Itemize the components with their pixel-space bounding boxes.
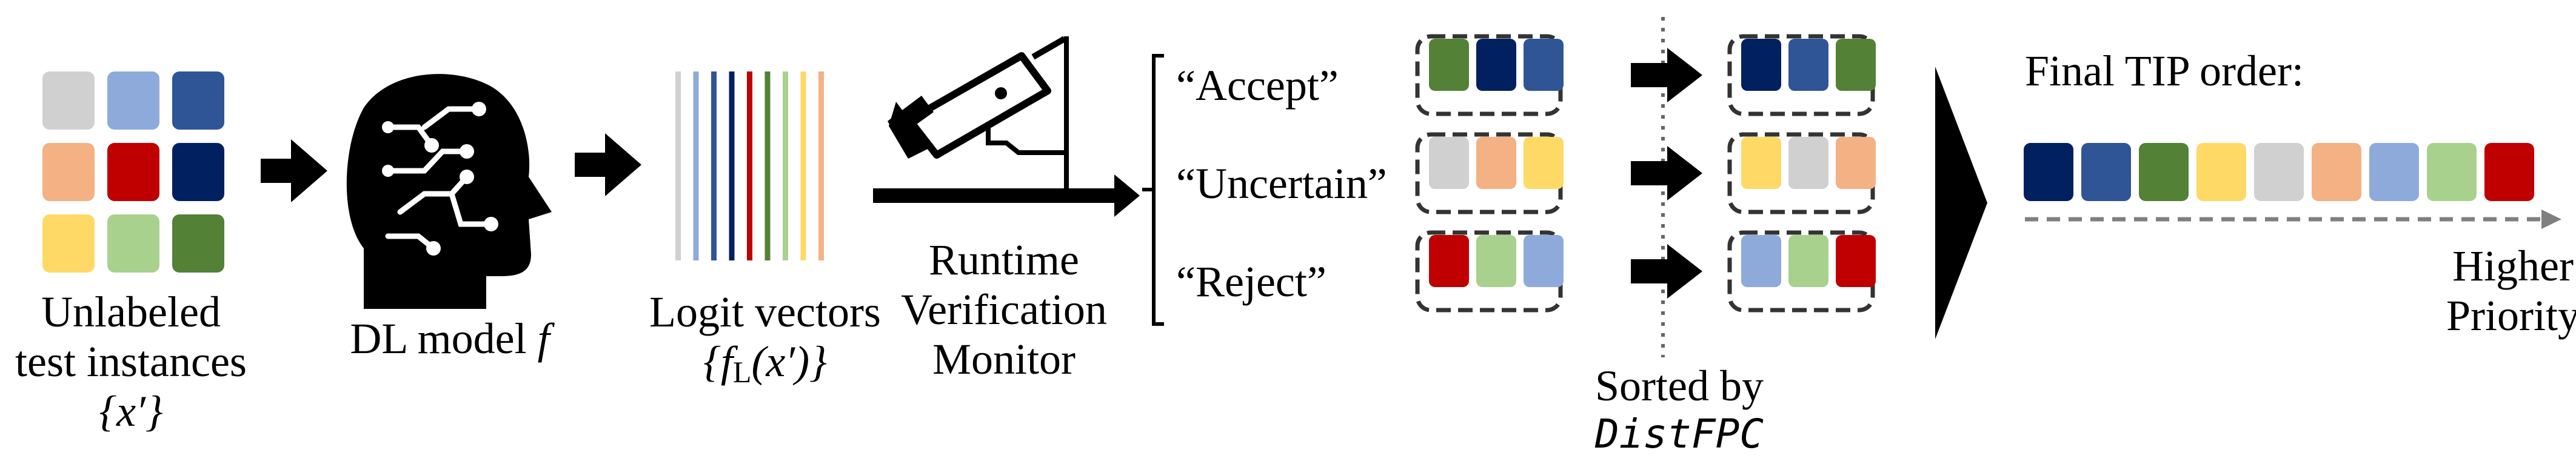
final-order-square (2369, 143, 2419, 201)
instance-square (1524, 235, 1564, 287)
logit-line (747, 71, 752, 260)
instance-square (1476, 137, 1516, 189)
instance-square (1741, 137, 1781, 189)
instance-square (1476, 235, 1516, 287)
input-instance-square (42, 143, 95, 201)
instance-square (1741, 39, 1781, 91)
final-tip-order-row (2024, 143, 2534, 201)
verdict-accept-label: “Accept” (1176, 61, 1339, 110)
instance-square (1788, 235, 1828, 287)
arrow-to-model (261, 139, 327, 202)
instance-square (1429, 235, 1469, 287)
verdict-groups (1415, 34, 1876, 313)
logit-line (783, 71, 788, 260)
camera-icon (888, 36, 1069, 195)
logit-line (764, 71, 771, 260)
sorted-by-label: Sorted by (1595, 362, 1764, 410)
verdict-reject-label: “Reject” (1176, 257, 1326, 306)
final-order-square (2024, 143, 2073, 201)
arrow-to-logits (575, 133, 641, 196)
final-order-square (2254, 143, 2304, 201)
brain-head-icon (346, 74, 552, 309)
instance-square (1836, 235, 1876, 287)
final-order-square (2427, 143, 2477, 201)
unlabeled-label-line3: {x′} (99, 387, 163, 435)
instance-square (1524, 39, 1564, 91)
input-instance-square (107, 143, 159, 201)
logit-line (675, 71, 681, 260)
instance-square (1476, 39, 1516, 91)
monitor-label-line2: Verification (901, 285, 1107, 334)
input-color-grid (42, 71, 224, 273)
arrow-to-monitor (873, 174, 1140, 217)
instance-square (1524, 137, 1564, 189)
logit-label-line1: Logit vectors (649, 288, 881, 336)
final-order-square (2196, 143, 2246, 201)
monitor-label-line3: Monitor (932, 335, 1076, 383)
logit-line (818, 71, 824, 260)
arrow-to-final (1935, 67, 1987, 339)
dl-model-variable: f (537, 314, 550, 363)
final-order-square (2081, 143, 2131, 201)
final-order-square (2312, 143, 2361, 201)
unlabeled-label-line2: test instances (15, 337, 247, 386)
instance-square (1836, 39, 1876, 91)
logit-label-line2: {fL(x′)} (703, 337, 827, 389)
monitor-label-line1: Runtime (929, 236, 1079, 284)
input-instance-square (42, 214, 95, 273)
input-instance-square (172, 214, 224, 273)
unlabeled-label-line1: Unlabeled (41, 288, 221, 336)
verdict-uncertain-label: “Uncertain” (1176, 159, 1387, 208)
logit-line (729, 71, 735, 260)
priority-label-line1: Higher (2452, 242, 2574, 290)
final-order-square (2139, 143, 2189, 201)
logit-vector-lines (675, 71, 824, 260)
logit-line (711, 71, 717, 260)
instance-square (1429, 39, 1469, 91)
input-instance-square (107, 214, 159, 273)
instance-square (1429, 137, 1469, 189)
dl-model-label: DL model f (350, 314, 550, 363)
logit-line (800, 71, 806, 260)
instance-square (1788, 137, 1828, 189)
arrow-to-final-stem (1935, 139, 1957, 266)
final-order-title: Final TIP order: (2025, 47, 2304, 95)
logit-line (693, 71, 699, 260)
sort-arrow (1631, 244, 1702, 299)
input-instance-square (107, 71, 159, 130)
priority-arrow (2025, 210, 2561, 229)
sort-arrow (1631, 48, 1702, 102)
instance-square (1836, 137, 1876, 189)
output-bracket (1142, 54, 1164, 326)
instance-square (1741, 235, 1781, 287)
sort-arrow (1631, 146, 1702, 200)
input-instance-square (172, 143, 224, 201)
final-order-square (2484, 143, 2534, 201)
input-instance-square (42, 71, 95, 130)
instance-square (1788, 39, 1828, 91)
distfpc-label: DistFPC (1594, 411, 1764, 457)
input-instance-square (172, 71, 224, 130)
priority-label-line2: Priority (2446, 291, 2576, 340)
